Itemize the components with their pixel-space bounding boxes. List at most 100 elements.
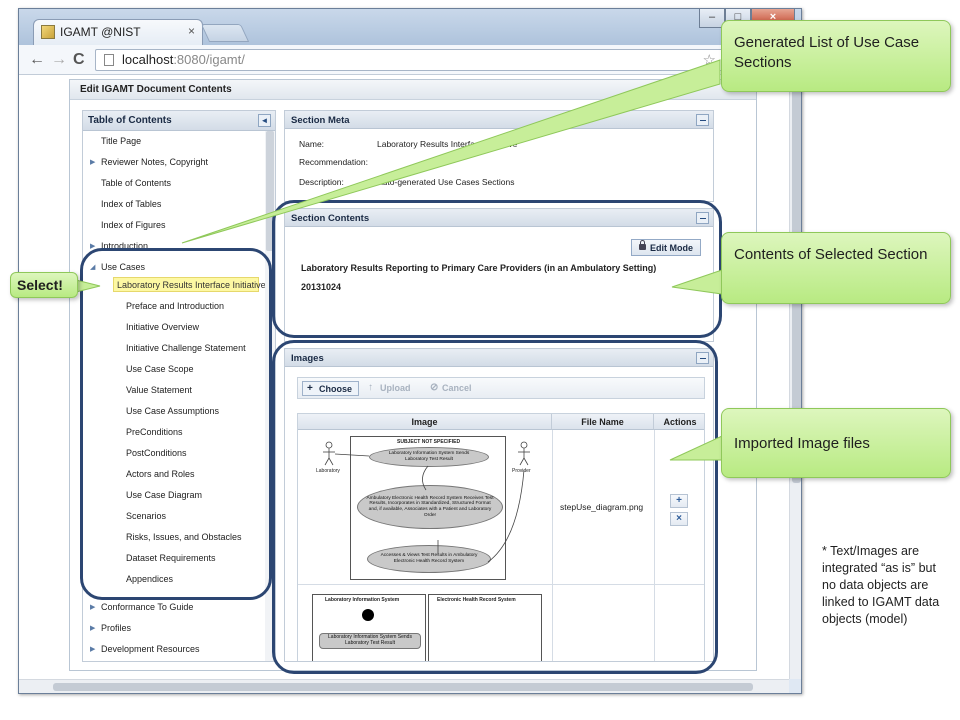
callout-images: Imported Image files — [721, 408, 951, 478]
browser-toolbar: ← → C localhost:8080/igamt/ ☆ — [19, 45, 801, 75]
expand-arrow-icon[interactable]: ▶ — [90, 604, 96, 611]
toc-item[interactable]: Scenarios — [126, 511, 167, 521]
cancel-button[interactable]: ⊘Cancel — [426, 381, 478, 396]
meta-name-value: Laboratory Results Interface Initiative — [377, 139, 518, 149]
upload-button[interactable]: ↑ Upload — [364, 381, 417, 396]
reload-icon[interactable]: C — [73, 51, 85, 68]
expand-arrow-icon[interactable]: ▶ — [90, 625, 96, 632]
app-panel-title: Edit IGAMT Document Contents — [70, 80, 756, 100]
use-case-ellipse: Ambulatory Electronic Health Record Syst… — [357, 485, 503, 529]
callout-contents: Contents of Selected Section — [721, 232, 951, 304]
meta-description-value: Auto-generated Use Cases Sections — [377, 177, 515, 187]
expand-arrow-icon[interactable]: ▶ — [90, 159, 96, 166]
activity-lane-left: Laboratory Information System Laboratory… — [312, 594, 426, 661]
toc-item[interactable]: Table of Contents — [101, 178, 172, 188]
column-header-actions[interactable]: Actions — [654, 414, 704, 430]
remove-image-icon[interactable]: × — [670, 512, 688, 526]
lane-title: Laboratory Information System — [325, 597, 400, 603]
diagram-connectors — [323, 441, 530, 563]
toc-item[interactable]: Initiative Overview — [126, 322, 200, 332]
column-header-file-name[interactable]: File Name — [552, 414, 654, 430]
toc-item[interactable]: Title Page — [101, 136, 142, 146]
toc-item-selected[interactable]: Laboratory Results Interface Initiative — [113, 277, 266, 292]
toc-item[interactable]: Preface and Introduction — [126, 301, 225, 311]
column-divider — [552, 430, 553, 661]
toc-item[interactable]: Use Case Diagram — [126, 490, 203, 500]
section-meta-header: Section Meta — [285, 111, 713, 129]
images-outline — [272, 340, 718, 674]
file-name-cell: stepUse_diagram.png — [560, 502, 644, 512]
expand-arrow-icon[interactable]: ▶ — [90, 243, 96, 250]
minimize-icon[interactable]: – — [699, 9, 725, 28]
browser-tab[interactable]: IGAMT @NIST × — [33, 19, 203, 45]
meta-recommendation-label: Recommendation: — [299, 157, 368, 167]
expand-arrow-icon[interactable]: ▶ — [90, 646, 96, 653]
row-divider — [298, 584, 704, 585]
toc-subsections-outline — [80, 248, 272, 600]
use-case-ellipse: Accesses & Views Test Results in Ambulat… — [367, 545, 491, 573]
cancel-icon: ⊘ — [430, 382, 439, 393]
collapse-minus-icon[interactable] — [696, 114, 709, 126]
meta-name-label: Name: — [299, 139, 325, 149]
activity-node: Laboratory Information System Sends Labo… — [319, 633, 421, 649]
upload-label: Upload — [380, 383, 411, 393]
section-meta-title: Section Meta — [291, 115, 350, 126]
toc-item[interactable]: Index of Figures — [101, 220, 166, 230]
url-host: localhost — [122, 52, 174, 67]
new-tab-button[interactable] — [200, 24, 250, 42]
page-vertical-scrollbar[interactable] — [789, 75, 801, 679]
start-node-icon — [362, 609, 374, 621]
file-upload-toolbar: + Choose ↑ Upload ⊘Cancel — [297, 377, 705, 399]
toc-item[interactable]: Appendices — [126, 574, 174, 584]
column-divider — [654, 430, 655, 661]
toc-item[interactable]: Use Cases — [101, 262, 146, 272]
toc-item[interactable]: Dataset Requirements — [126, 553, 216, 563]
choose-label: Choose — [319, 384, 353, 394]
lane-title: Electronic Health Record System — [437, 597, 516, 603]
upload-icon: ↑ — [368, 382, 373, 393]
tab-close-icon[interactable]: × — [187, 24, 195, 38]
callout-select: Select! — [10, 272, 78, 298]
page-horizontal-scrollbar[interactable] — [19, 679, 789, 693]
images-table: Image File Name Actions SUBJECT NOT SPEC… — [297, 413, 705, 661]
toc-item[interactable]: Use Case Assumptions — [126, 406, 220, 416]
plus-icon: + — [307, 383, 313, 394]
section-contents-outline — [272, 200, 722, 338]
add-image-icon[interactable]: + — [670, 494, 688, 508]
toc-item[interactable]: PreConditions — [126, 427, 183, 437]
forward-arrow-icon[interactable]: → — [51, 51, 67, 68]
content-date: 20131024 — [301, 282, 342, 292]
toc-item[interactable]: Risks, Issues, and Obstacles — [126, 532, 242, 542]
back-arrow-icon[interactable]: ← — [29, 51, 45, 68]
actor-label: Laboratory — [316, 468, 340, 474]
footnote: * Text/Images are integrated “as is” but… — [822, 544, 940, 626]
toc-item[interactable]: Value Statement — [126, 385, 192, 395]
page-icon — [104, 54, 114, 66]
toc-item[interactable]: PostConditions — [126, 448, 187, 458]
use-case-ellipse: Laboratory Information System Sends Labo… — [369, 447, 489, 467]
address-bar[interactable]: localhost:8080/igamt/ ☆ — [95, 49, 723, 71]
toc-item[interactable]: Use Case Scope — [126, 364, 194, 374]
use-case-diagram-image: SUBJECT NOT SPECIFIED Laboratory Informa… — [350, 436, 506, 580]
actor-label: Provider — [512, 468, 531, 474]
column-header-image[interactable]: Image — [298, 414, 552, 430]
toc-item[interactable]: Reviewer Notes, Copyright — [101, 157, 209, 167]
toc-item[interactable]: Introduction — [101, 241, 149, 251]
toc-item[interactable]: Profiles — [101, 623, 132, 633]
toc-item[interactable]: Development Resources — [101, 644, 200, 654]
callout-toc: Generated List of Use Case Sections — [721, 20, 951, 92]
toc-item[interactable]: Conformance To Guide — [101, 602, 194, 612]
choose-button[interactable]: + Choose — [302, 381, 360, 396]
tab-title: IGAMT @NIST — [60, 25, 141, 39]
page-horizontal-scrollbar-thumb[interactable] — [53, 683, 753, 691]
toc-collapse-icon[interactable]: ◄ — [258, 114, 271, 127]
toc-item[interactable]: Actors and Roles — [126, 469, 195, 479]
activity-lane-right: Electronic Health Record System — [428, 594, 542, 661]
igamt-favicon-icon — [41, 25, 55, 39]
meta-description-label: Description: — [299, 177, 344, 187]
toc-item[interactable]: Index of Tables — [101, 199, 162, 209]
bookmark-star-icon[interactable]: ☆ — [702, 52, 716, 69]
toc-item[interactable]: Initiative Challenge Statement — [126, 343, 246, 353]
browser-titlebar: IGAMT @NIST × – □ × — [19, 9, 801, 45]
